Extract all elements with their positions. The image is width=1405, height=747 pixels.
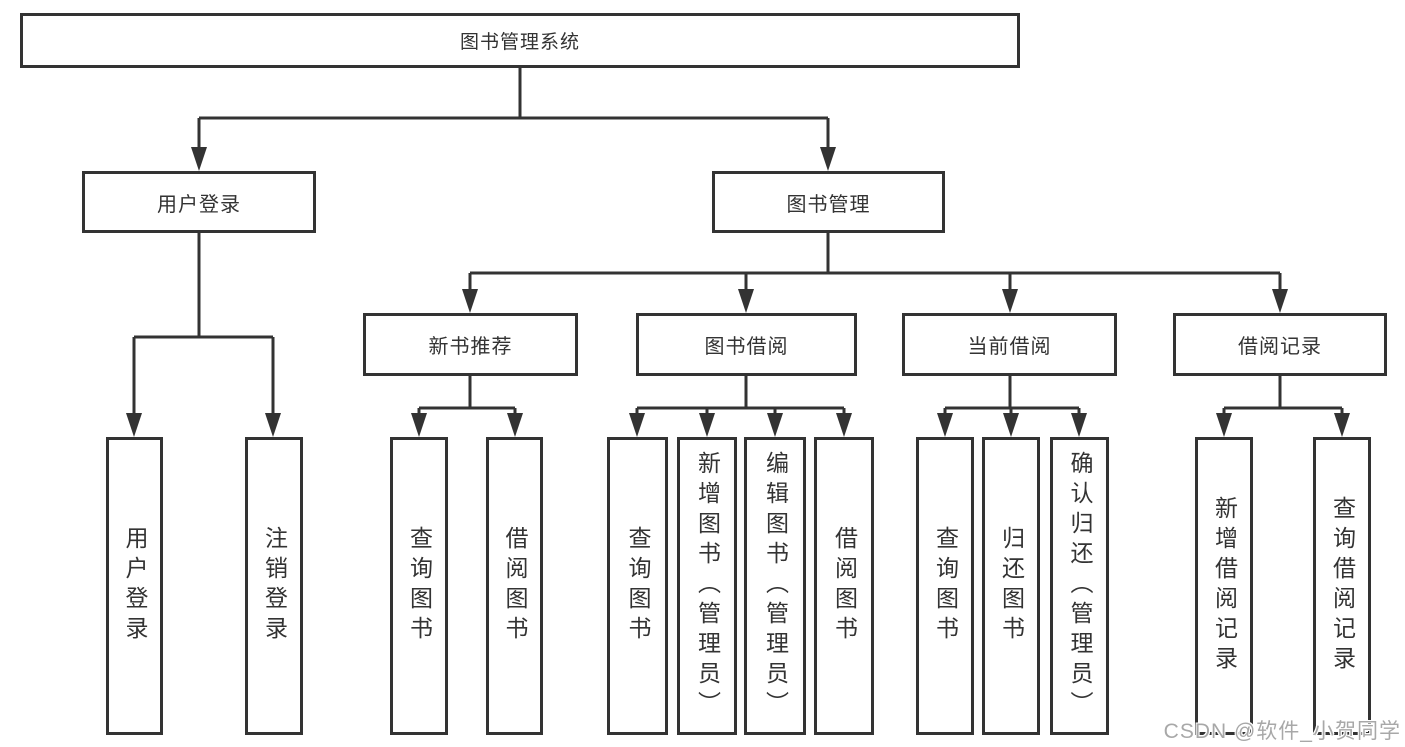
node-book-borrowing-label: 图书借阅 [704,336,789,358]
leaf-confirm-return-admin-label: 确认归还（管理员） [1067,451,1093,721]
leaf-edit-books-admin-label: 编辑图书（管理员） [762,451,789,721]
leaf-borrowing-query-books: 查询图书 [607,437,668,735]
leaf-recommend-query-books: 查询图书 [390,437,448,735]
node-new-book-recommend: 新书推荐 [363,313,578,376]
node-borrowing-records: 借阅记录 [1173,313,1387,376]
node-book-management: 图书管理 [712,171,945,233]
leaf-recommend-borrow-books-label: 借阅图书 [502,526,528,646]
leaf-logout-label: 注销登录 [261,526,288,646]
leaf-user-login: 用户登录 [106,437,163,735]
leaf-borrowing-query-books-label: 查询图书 [625,526,651,646]
leaf-query-borrow-record: 查询借阅记录 [1313,437,1371,735]
leaf-add-books-admin-label: 新增图书（管理员） [694,451,721,721]
leaf-logout: 注销登录 [245,437,303,735]
leaf-user-login-label: 用户登录 [122,526,148,646]
leaf-add-books-admin: 新增图书（管理员） [677,437,737,735]
leaf-borrowing-borrow-books-label: 借阅图书 [831,526,858,646]
leaf-recommend-borrow-books: 借阅图书 [486,437,543,735]
node-root-label: 图书管理系统 [459,32,580,53]
node-new-book-recommend-label: 新书推荐 [428,336,513,358]
node-book-management-label: 图书管理 [786,193,871,216]
leaf-add-borrow-record: 新增借阅记录 [1195,437,1253,735]
leaf-edit-books-admin: 编辑图书（管理员） [744,437,806,735]
node-user-login-label: 用户登录 [157,193,241,216]
node-book-borrowing: 图书借阅 [636,313,857,376]
leaf-borrowing-borrow-books: 借阅图书 [814,437,874,735]
leaf-add-borrow-record-label: 新增借阅记录 [1211,496,1238,676]
node-borrowing-records-label: 借阅记录 [1238,336,1322,358]
node-current-borrowing: 当前借阅 [902,313,1117,376]
node-current-borrowing-label: 当前借阅 [967,336,1052,358]
leaf-return-books: 归还图书 [982,437,1040,735]
leaf-return-books-label: 归还图书 [998,526,1025,646]
node-user-login: 用户登录 [82,171,316,233]
csdn-watermark: CSDN @软件_小贺同学 [1163,720,1401,743]
leaf-recommend-query-books-label: 查询图书 [406,526,433,646]
node-root: 图书管理系统 [20,13,1020,68]
leaf-current-query-books-label: 查询图书 [932,526,959,646]
leaf-query-borrow-record-label: 查询借阅记录 [1329,496,1356,676]
leaf-confirm-return-admin: 确认归还（管理员） [1050,437,1109,735]
leaf-current-query-books: 查询图书 [916,437,974,735]
